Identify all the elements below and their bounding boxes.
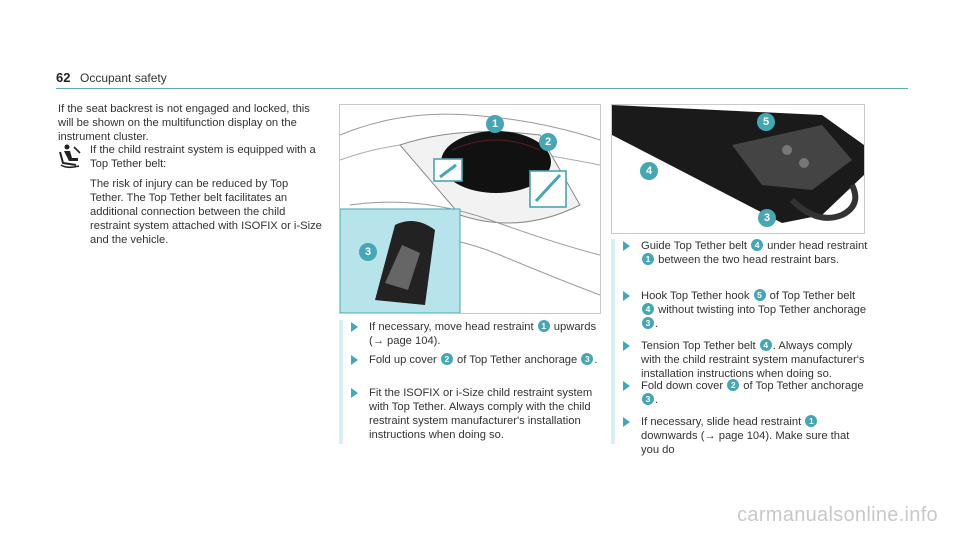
step-bullet-icon xyxy=(623,417,630,427)
step-text-segment: between the two head restraint bars. xyxy=(655,254,840,266)
figure-head-restraint: 1 2 3 xyxy=(339,104,601,314)
step-text-segment: . xyxy=(594,354,598,366)
callout-1: 1 xyxy=(486,115,504,133)
intro-paragraph: If the seat backrest is not engaged and … xyxy=(58,103,310,143)
step-bullet-icon xyxy=(623,341,630,351)
step-text-segment: Hook Top Tether hook xyxy=(641,290,753,302)
inline-callout-badge: 2 xyxy=(440,353,453,365)
step-text-segment: under head restraint xyxy=(764,240,868,252)
step-text: If necessary, move head restraint 1 upwa… xyxy=(369,320,601,348)
step-text-segment: If necessary, move head restraint xyxy=(369,321,537,333)
step-text: Fold up cover 2 of Top Tether anchorage … xyxy=(369,353,601,367)
step-text-segment: Guide Top Tether belt xyxy=(641,240,751,252)
step-text: Guide Top Tether belt 4 under head restr… xyxy=(641,239,868,267)
inline-callout-badge: 4 xyxy=(751,239,764,251)
callout-3b: 3 xyxy=(758,209,776,227)
step-text-segment: Tension Top Tether belt xyxy=(641,340,759,352)
step-text-segment: . xyxy=(655,394,659,406)
step-text-segment: Fit the ISOFIX or i-Size child restraint… xyxy=(369,387,593,441)
step-bullet-icon xyxy=(623,291,630,301)
inline-callout-badge: 1 xyxy=(537,320,550,332)
step-text-segment: downwards (→ page 104). Make sure that y… xyxy=(641,430,850,456)
step-bullet-icon xyxy=(351,355,358,365)
step-text: Hook Top Tether hook 5 of Top Tether bel… xyxy=(641,289,868,331)
inline-callout-badge: 4 xyxy=(642,303,654,315)
step-text-segment: of Top Tether belt xyxy=(766,290,856,302)
risk-note: The risk of injury can be reduced by Top… xyxy=(90,178,322,246)
header-rule xyxy=(56,88,908,89)
inline-callout-badge: 3 xyxy=(642,393,654,405)
inline-callout-badge: 5 xyxy=(753,289,766,301)
inline-callout-badge: 3 xyxy=(642,317,654,329)
inline-callout-badge: 1 xyxy=(642,253,654,265)
page-number: 62 xyxy=(56,70,71,85)
callout-5: 5 xyxy=(757,113,775,131)
step-text-segment: Fold down cover xyxy=(641,380,727,392)
inline-callout-badge: 1 xyxy=(805,415,818,427)
step-text-segment: If necessary, slide head restraint xyxy=(641,416,805,428)
step-text: Tension Top Tether belt 4. Always comply… xyxy=(641,339,868,381)
step-text-segment: without twisting into Top Tether anchora… xyxy=(655,304,867,316)
step-bullet-icon xyxy=(351,388,358,398)
step-bullet-icon xyxy=(351,322,358,332)
callout-2: 2 xyxy=(539,133,557,151)
figure-top-tether: 5 4 3 xyxy=(611,104,865,234)
step-bar-col3 xyxy=(611,239,615,444)
inline-callout-badge: 2 xyxy=(727,379,740,391)
step-bar-col2 xyxy=(339,320,343,444)
child-seat-top-tether-icon xyxy=(58,143,82,169)
step-text: If necessary, slide head restraint 1 dow… xyxy=(641,415,868,457)
step-text-segment: Fold up cover xyxy=(369,354,440,366)
step-bullet-icon xyxy=(623,381,630,391)
step-text: Fold down cover 2 of Top Tether anchorag… xyxy=(641,379,868,407)
inline-callout-badge: 4 xyxy=(759,339,772,351)
step-text-segment: of Top Tether anchorage xyxy=(740,380,864,392)
callout-4: 4 xyxy=(640,162,658,180)
step-text-segment: . Always comply with the child restraint… xyxy=(641,340,865,380)
step-text-segment: upwards (→ page 104). xyxy=(369,321,597,347)
step-text: Fit the ISOFIX or i-Size child restraint… xyxy=(369,386,601,442)
section-title: Occupant safety xyxy=(80,71,167,85)
watermark: carmanualsonline.info xyxy=(737,504,938,526)
top-tether-note: If the child restraint system is equippe… xyxy=(90,144,316,170)
step-bullet-icon xyxy=(623,241,630,251)
inline-callout-badge: 3 xyxy=(581,353,594,365)
step-text-segment: . xyxy=(655,318,659,330)
step-text-segment: of Top Tether anchorage xyxy=(453,354,581,366)
callout-3: 3 xyxy=(359,243,377,261)
